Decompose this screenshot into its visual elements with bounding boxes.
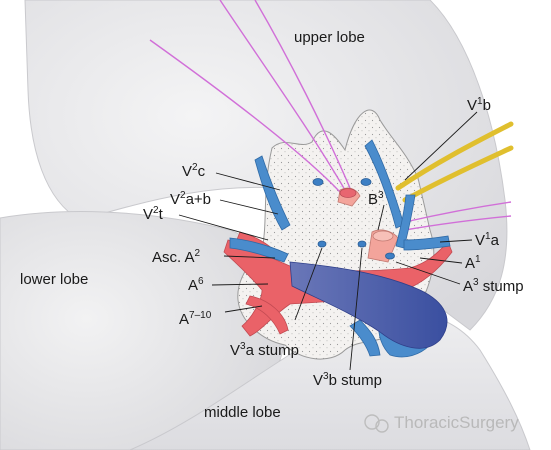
- wechat-logo-icon: [364, 414, 389, 433]
- upper-lobe-label: upper lobe: [294, 29, 365, 46]
- watermark-text: ThoracicSurgery: [394, 413, 519, 432]
- label-v1a: V1a: [475, 231, 500, 249]
- label-v2ab: V2a+b: [170, 190, 211, 208]
- lower-lobe-label: lower lobe: [20, 271, 88, 288]
- label-b3: B3: [368, 190, 384, 208]
- bronchus-stump-upper: [337, 187, 361, 207]
- label-a3-stump: A3 stump: [463, 277, 524, 295]
- vein-stumps: [312, 178, 395, 260]
- middle-lobe-label: middle lobe: [204, 404, 281, 421]
- label-a1: A1: [465, 254, 481, 272]
- label-v2t: V2t: [143, 205, 164, 223]
- label-v1b: V1b: [467, 96, 491, 114]
- label-asc-a2: Asc. A2: [152, 248, 201, 266]
- label-v2c: V2c: [182, 162, 206, 180]
- ligature-threads: [149, 0, 512, 231]
- watermark: ThoracicSurgery: [364, 413, 519, 433]
- label-v3a-stump: V3a stump: [230, 341, 299, 359]
- label-a6: A6: [188, 276, 204, 294]
- clamp: [395, 121, 514, 203]
- vein-trunk: [289, 261, 448, 349]
- label-v3b-stump: V3b stump: [313, 371, 382, 389]
- label-a7-10: A7–10: [179, 310, 212, 328]
- leader-lines: [178, 111, 478, 371]
